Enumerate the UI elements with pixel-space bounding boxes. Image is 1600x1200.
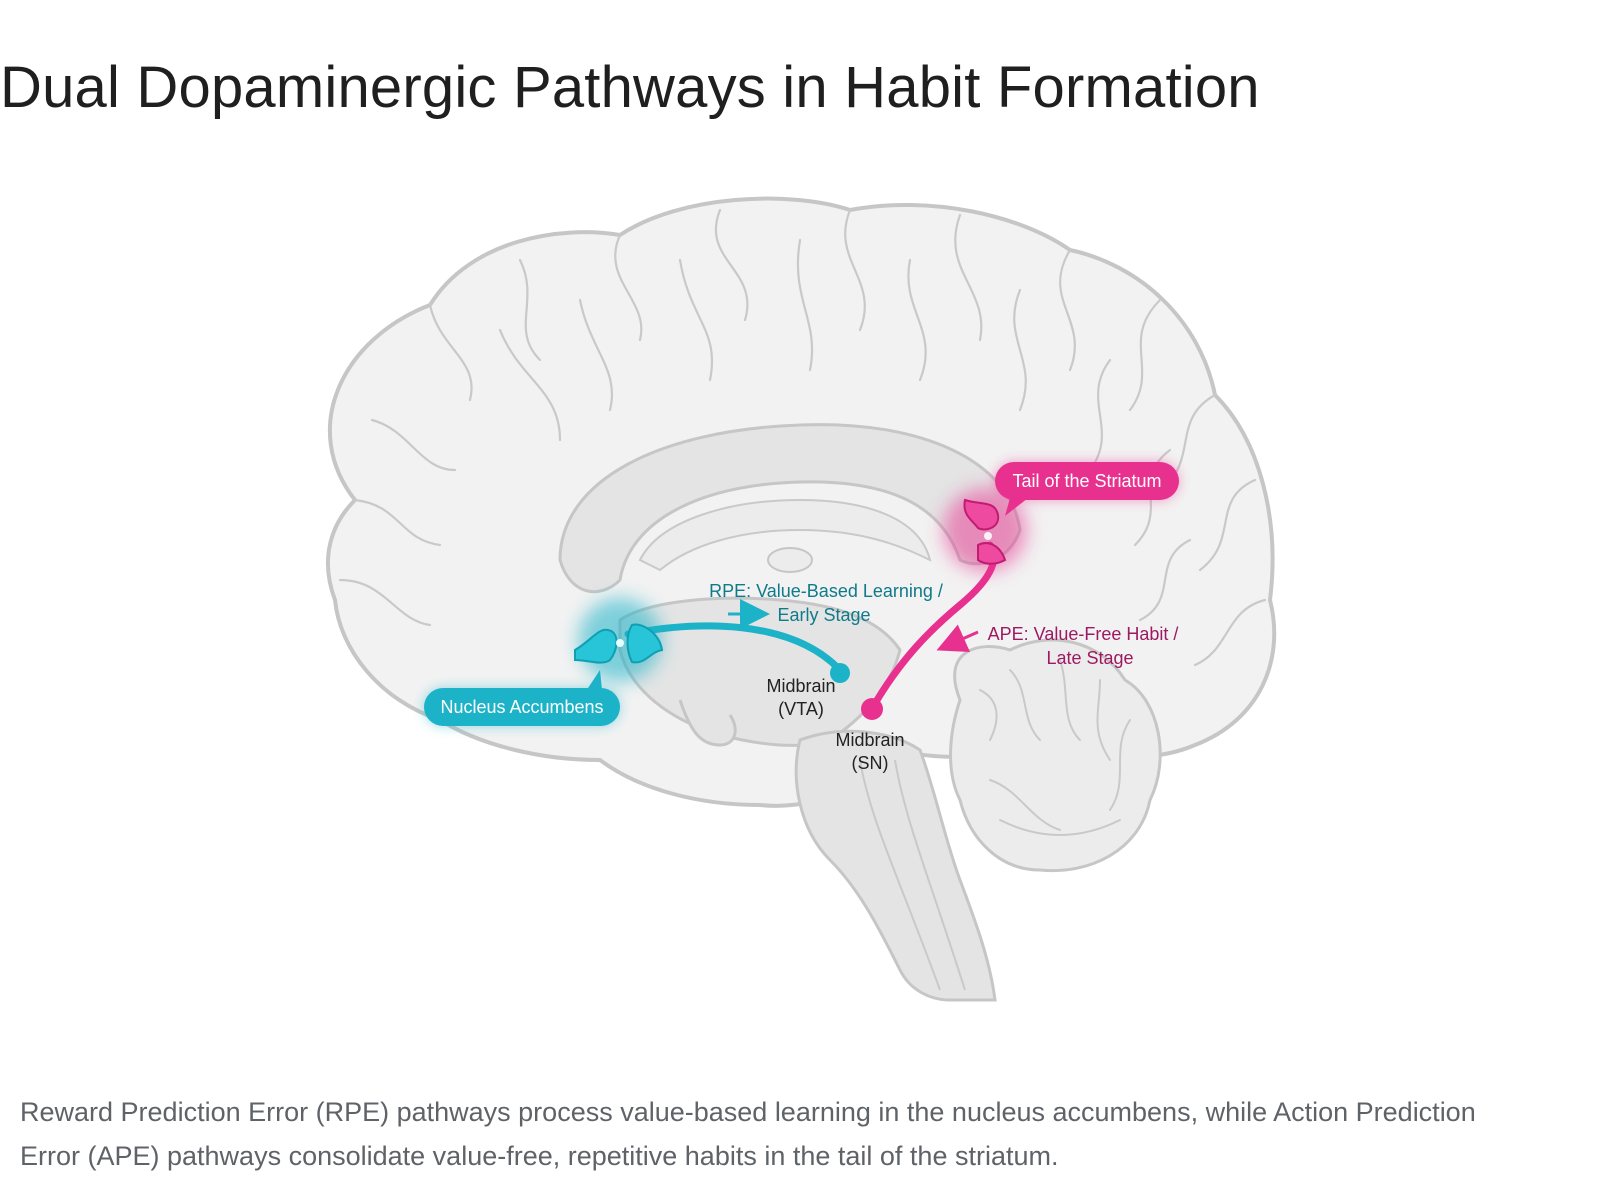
synapse-icon [943, 488, 1027, 572]
synapse-icon [574, 598, 664, 682]
vta-label: Midbrain (VTA) [766, 676, 835, 719]
sn-label-line2: (SN) [852, 753, 889, 773]
fornix [638, 498, 932, 572]
page-title: Dual Dopaminergic Pathways in Habit Form… [0, 55, 1260, 120]
thalamus [767, 547, 813, 573]
nucleus-accumbens-label: Nucleus Accumbens [424, 670, 620, 726]
sn-label: Midbrain (SN) [835, 730, 904, 773]
vta-label-line1: Midbrain [766, 676, 835, 696]
cortex-folds [338, 208, 1267, 667]
ape-label-line2: Late Stage [1046, 648, 1133, 668]
pituitary [678, 699, 737, 747]
sn-node [861, 698, 883, 720]
cerebellum-folia [979, 659, 1131, 836]
sn-label-line1: Midbrain [835, 730, 904, 750]
ape-label-line1: APE: Value-Free Habit / [988, 624, 1179, 644]
rpe-label: RPE: Value-Based Learning / Early Stage [709, 581, 943, 629]
vta-label-line2: (VTA) [778, 699, 824, 719]
ape-label: APE: Value-Free Habit / Late Stage [936, 624, 1179, 668]
rpe-label-line1: RPE: Value-Based Learning / [709, 581, 943, 601]
tail-striatum-text: Tail of the Striatum [1012, 471, 1161, 491]
cerebellum [949, 638, 1162, 873]
nucleus-accumbens-text: Nucleus Accumbens [440, 697, 603, 717]
tail-striatum-label: Tail of the Striatum [995, 462, 1179, 516]
brain-diagram: Nucleus Accumbens Tail of the Striatum R… [326, 196, 1277, 1002]
rpe-label-line2: Early Stage [777, 605, 870, 625]
arrow-left-icon [936, 624, 979, 652]
vta-node [830, 663, 850, 683]
figure-caption: Reward Prediction Error (RPE) pathways p… [20, 1097, 1476, 1171]
